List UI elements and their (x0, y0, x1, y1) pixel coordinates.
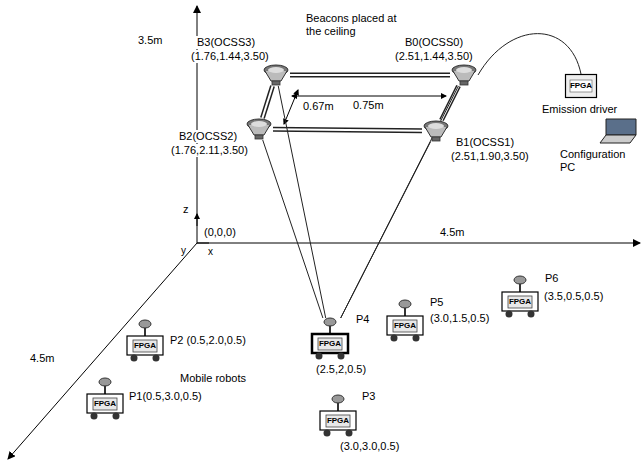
node-label: (3.5,0.5,0.5) (544, 290, 603, 303)
connector-line (273, 129, 422, 131)
node-label: P1(0.5,3.0,0.5) (129, 390, 202, 403)
robot-node: FPGAP6(3.5,0.5,0.5) (500, 276, 540, 318)
beacon-frame (290, 75, 450, 76)
chip-label: FPGA (125, 341, 165, 351)
chip-label: FPGA (385, 321, 425, 331)
connector-line (290, 73, 450, 78)
tube-core (262, 86, 272, 118)
robot-node: FPGAP1(0.5,3.0,0.5) (85, 378, 125, 420)
beacon-icon (422, 120, 450, 142)
annotation-label: 0.67m (302, 100, 335, 113)
beacon-label: (1.76,2.11,3.50) (170, 144, 249, 157)
robot-node: FPGAP4(2.5,2,0.5) (310, 318, 350, 360)
beacon-frame (273, 129, 422, 131)
dimension-arrow (284, 90, 446, 124)
annotation-label: z (183, 203, 189, 216)
beacon-node: B1(OCSS1)(2.51,1.90,3.50) (422, 120, 450, 142)
annotation-label: x (208, 245, 213, 258)
node-label: Configuration PC (560, 148, 640, 174)
chip-label: FPGA (318, 416, 358, 426)
signal-line (263, 140, 323, 318)
signal-line (278, 86, 325, 318)
tube-core (273, 129, 422, 131)
node-label: P3 (362, 390, 375, 403)
pc-node: Configuration PC (600, 118, 638, 144)
chip-label: FPGA (310, 339, 350, 349)
beacon-label: B2(OCSS2) (178, 130, 238, 143)
signal-line (341, 142, 431, 318)
connector-line (263, 140, 323, 318)
connector-line (341, 142, 431, 318)
beacon-label: B3(OCSS3) (196, 36, 256, 49)
node-label: (2.5,2,0.5) (316, 363, 366, 376)
signal-line (341, 86, 459, 318)
annotation-label: y (181, 244, 186, 257)
beacon-node: B3(OCSS3)(1.76,1.44,3.50) (262, 64, 290, 86)
beacon-label: (1.76,1.44,3.50) (190, 50, 270, 63)
node-label: P4 (356, 313, 369, 326)
connector-line (262, 86, 272, 118)
beacon-icon (245, 118, 273, 140)
node-label: (3.0,3.0,0.5) (340, 440, 399, 453)
annotation-label: Mobile robots (180, 372, 246, 385)
robot-node: FPGAP5(3.0,1.5,0.5) (385, 300, 425, 342)
chip-label: FPGA (565, 81, 597, 91)
beacon-label: B0(OCSS0) (404, 36, 464, 49)
beacon-label: (2.51,1.44,3.50) (394, 50, 474, 63)
annotation-label: 4.5m (30, 352, 54, 365)
pc-icon (600, 118, 638, 144)
tube-core (290, 74, 450, 76)
robot-node: FPGAP2 (0.5,2.0,0.5) (125, 320, 165, 362)
node-label: Emission driver (542, 103, 617, 116)
connector-line (278, 86, 325, 318)
beacon-frame (262, 86, 272, 118)
robot-node: FPGAP3(3.0,3.0,0.5) (318, 395, 358, 437)
node-label: P5 (430, 296, 443, 309)
axis (8, 6, 640, 459)
annotation-label: 0.75m (352, 99, 385, 112)
node-label: (3.0,1.5,0.5) (430, 312, 489, 325)
node-label: P2 (0.5,2.0,0.5) (170, 334, 246, 347)
annotation-label: Beacons placed at the ceiling (306, 12, 398, 38)
chip-label: FPGA (85, 399, 125, 409)
chip-label: FPGA (500, 297, 540, 307)
beacon-icon (450, 64, 478, 86)
beacon-icon (262, 64, 290, 86)
annotation-label: 4.5m (440, 226, 464, 239)
connector-line (341, 86, 459, 318)
beacon-label: B1(OCSS1) (455, 136, 515, 149)
driver-node: FPGAEmission driver (565, 74, 597, 98)
beacon-node: B0(OCSS0)(2.51,1.44,3.50) (450, 64, 478, 86)
node-label: P6 (545, 272, 558, 285)
signal-line (478, 34, 581, 75)
connector-line (478, 34, 581, 75)
beacon-node: B2(OCSS2)(1.76,2.11,3.50) (245, 118, 273, 140)
annotation-label: 3.5m (138, 34, 162, 47)
annotation-label: (0,0,0) (204, 226, 236, 239)
beacon-label: (2.51,1.90,3.50) (450, 150, 530, 163)
